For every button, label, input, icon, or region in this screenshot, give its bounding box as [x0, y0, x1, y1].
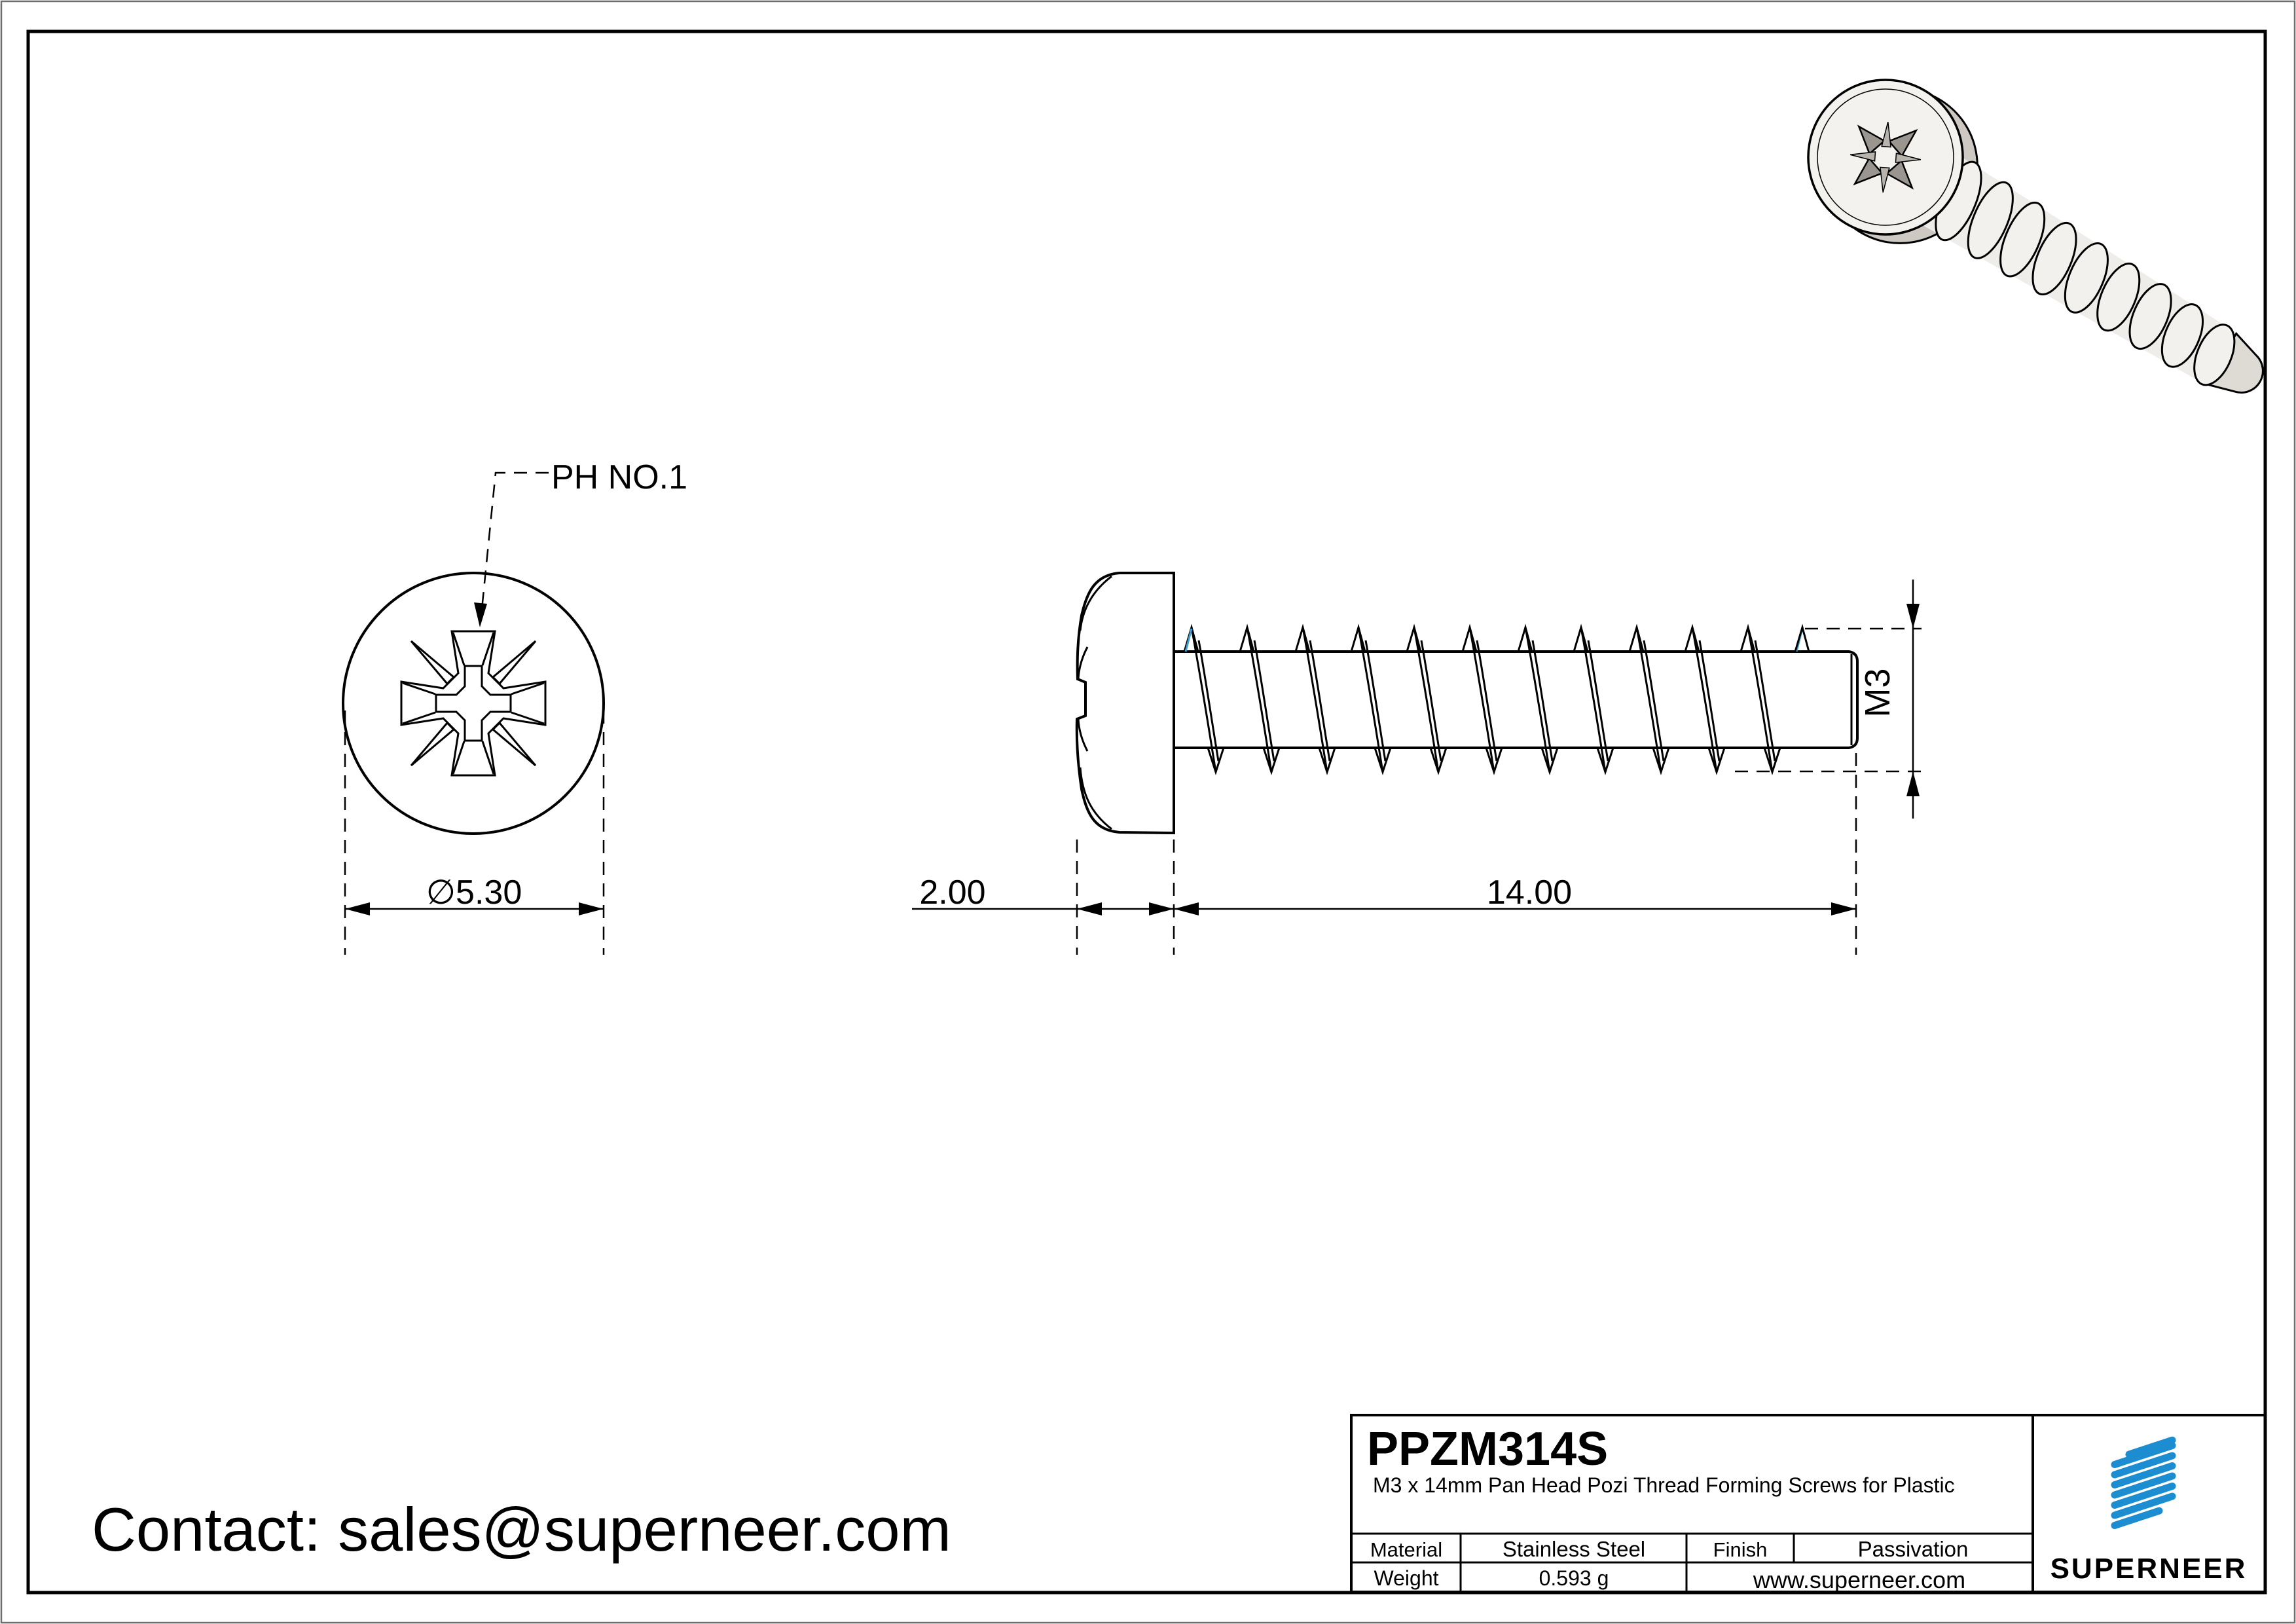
- head-outline-circle: [342, 572, 605, 835]
- dim-arrow: [1831, 902, 1856, 915]
- finish-value: Passivation: [1858, 1537, 1969, 1561]
- m3-dashed-lines: [1735, 627, 1922, 773]
- screw-tip: [1833, 650, 1859, 749]
- dim-arrow: [1906, 771, 1920, 796]
- shaft-lines: [1174, 650, 1833, 749]
- dim-arrow: [1906, 604, 1920, 629]
- dim-arrow: [1174, 902, 1199, 915]
- pozi-diagonal-blades: [410, 640, 537, 767]
- last-crest: [1794, 623, 1810, 652]
- material-value: Stainless Steel: [1503, 1537, 1645, 1561]
- pozi-taper-lines: [402, 632, 545, 775]
- brand-name: SUPERNEER: [2050, 1553, 2248, 1585]
- pozi-cross-inner: [435, 665, 512, 742]
- pozi-recess-3d: [1850, 121, 1922, 193]
- material-label: Material: [1370, 1538, 1442, 1561]
- thread-accent-lines: [1184, 628, 1804, 652]
- contact-line: Contact: sales@superneer.com: [92, 1495, 951, 1564]
- superneer-logo-icon: [2111, 1436, 2176, 1529]
- drive-leader-line: [479, 471, 549, 623]
- dim-arrow: [345, 902, 370, 915]
- head-profile: [1075, 572, 1175, 835]
- weight-label: Weight: [1374, 1566, 1438, 1590]
- pozi-cross-outer: [400, 630, 547, 777]
- front-view: PH NO.1 ∅5.30: [342, 458, 687, 955]
- finish-label: Finish: [1713, 1538, 1768, 1561]
- head-dia-extension-lines: [344, 710, 605, 955]
- part-number: PPZM314S: [1367, 1423, 1608, 1475]
- head-height-value: 2.00: [919, 874, 985, 912]
- thread-length-value: 14.00: [1487, 874, 1572, 912]
- dim-arrow: [1149, 902, 1174, 915]
- drive-label: PH NO.1: [551, 458, 687, 496]
- dim-arrow: [579, 902, 604, 915]
- head-recess-arcs: [1077, 575, 1112, 830]
- title-block: PPZM314S M3 x 14mm Pan Head Pozi Thread …: [1350, 1414, 2267, 1593]
- part-description: M3 x 14mm Pan Head Pozi Thread Forming S…: [1373, 1473, 1955, 1497]
- drive-leader-arrow: [474, 602, 487, 627]
- thread-profile: [1183, 623, 1781, 775]
- length-extension-lines: [1076, 753, 1857, 955]
- dim-arrow: [1077, 902, 1102, 915]
- thread-size-value: M3: [1858, 668, 1897, 717]
- head-diameter-value: ∅5.30: [426, 874, 522, 912]
- side-view: M3 2.00 14.00: [912, 572, 1922, 955]
- website-link[interactable]: www.superneer.com: [1753, 1566, 1965, 1593]
- screw-3d-render: [1807, 79, 2264, 394]
- weight-value: 0.593 g: [1539, 1566, 1609, 1590]
- drawing-frame: [26, 29, 2267, 1595]
